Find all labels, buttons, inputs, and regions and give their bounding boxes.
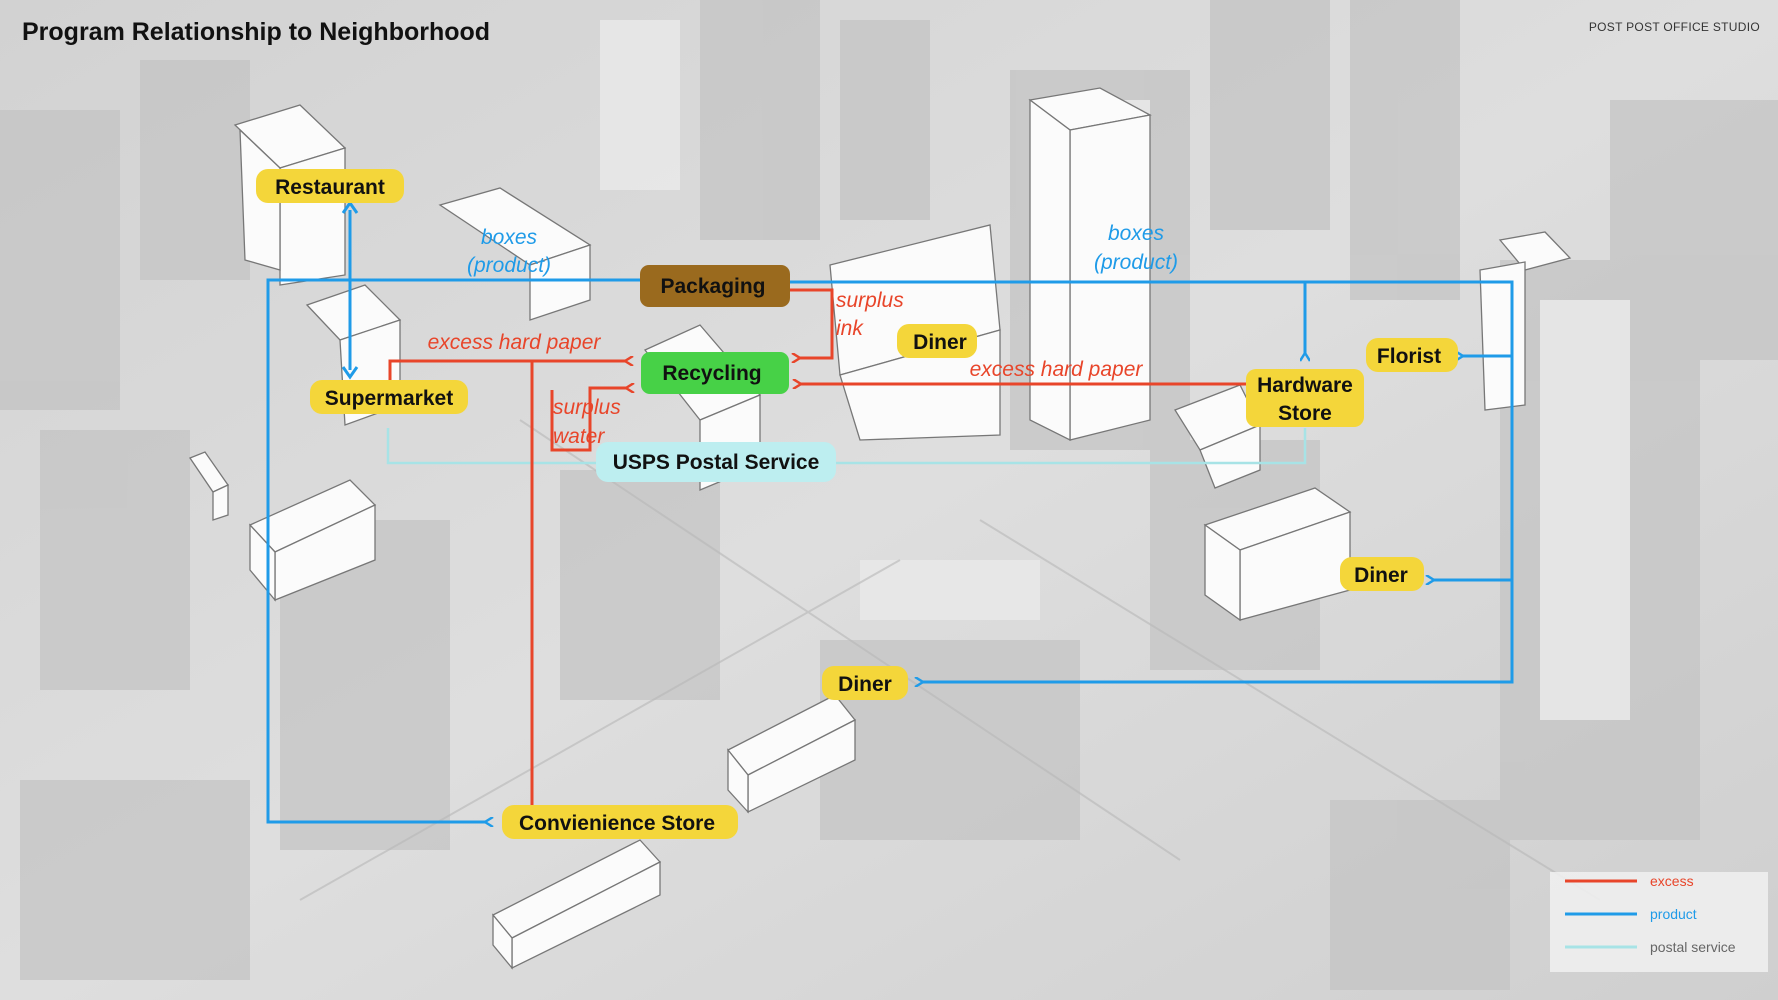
- node-hardware-label-line2: Store: [1278, 402, 1332, 425]
- node-hardware-label-line1: Hardware: [1257, 374, 1353, 397]
- node-packaging[interactable]: Packaging: [640, 265, 790, 307]
- surplus-ink-label-1: surplus: [836, 289, 904, 312]
- flow-labels: boxes (product) boxes (product) excess h…: [428, 222, 1178, 448]
- product-label-left: (product): [467, 254, 551, 277]
- building-massing: [189, 87, 1572, 970]
- surplus-water-label-2: water: [553, 425, 605, 448]
- node-convenience-store[interactable]: Convienience Store: [502, 805, 738, 839]
- node-florist-label: Florist: [1377, 345, 1441, 368]
- legend-product-label: product: [1650, 906, 1697, 922]
- boxes-label-left: boxes: [481, 226, 538, 249]
- legend-excess-label: excess: [1650, 873, 1694, 889]
- excess-hard-paper-label-left: excess hard paper: [428, 331, 602, 354]
- node-diner-center[interactable]: Diner: [822, 666, 908, 700]
- page-title: Program Relationship to Neighborhood: [22, 18, 491, 46]
- node-recycling[interactable]: Recycling: [641, 352, 789, 394]
- node-convenience-label: Convienience Store: [519, 812, 715, 835]
- product-lines: [266, 200, 1514, 822]
- postal-service-lines: [386, 428, 1307, 465]
- studio-credit: POST POST OFFICE STUDIO: [1588, 20, 1760, 34]
- node-diner-top-label: Diner: [913, 331, 967, 354]
- program-nodes: Restaurant Supermarket Packaging Recycli…: [256, 169, 1458, 839]
- product-label-right: (product): [1094, 251, 1178, 274]
- node-recycling-label: Recycling: [662, 362, 761, 385]
- node-usps-postal-service[interactable]: USPS Postal Service: [596, 442, 836, 482]
- node-diner-right[interactable]: Diner: [1340, 557, 1424, 591]
- node-diner-center-label: Diner: [838, 673, 892, 696]
- excess-hard-paper-label-right: excess hard paper: [970, 358, 1144, 381]
- node-restaurant[interactable]: Restaurant: [256, 169, 404, 203]
- node-restaurant-label: Restaurant: [275, 176, 385, 199]
- node-diner-top[interactable]: Diner: [897, 324, 977, 358]
- node-hardware-store[interactable]: Hardware Store: [1246, 369, 1364, 427]
- node-diner-right-label: Diner: [1354, 564, 1408, 587]
- node-packaging-label: Packaging: [660, 275, 765, 298]
- node-florist[interactable]: Florist: [1366, 338, 1458, 372]
- node-usps-label: USPS Postal Service: [613, 451, 820, 474]
- legend-postal-label: postal service: [1650, 939, 1736, 955]
- node-supermarket[interactable]: Supermarket: [310, 380, 468, 414]
- legend: excess product postal service: [1550, 872, 1768, 972]
- excess-lines: [388, 288, 1250, 822]
- surplus-water-label-1: surplus: [553, 396, 621, 419]
- node-supermarket-label: Supermarket: [325, 387, 453, 410]
- boxes-label-right: boxes: [1108, 222, 1165, 245]
- surplus-ink-label-2: ink: [836, 317, 864, 340]
